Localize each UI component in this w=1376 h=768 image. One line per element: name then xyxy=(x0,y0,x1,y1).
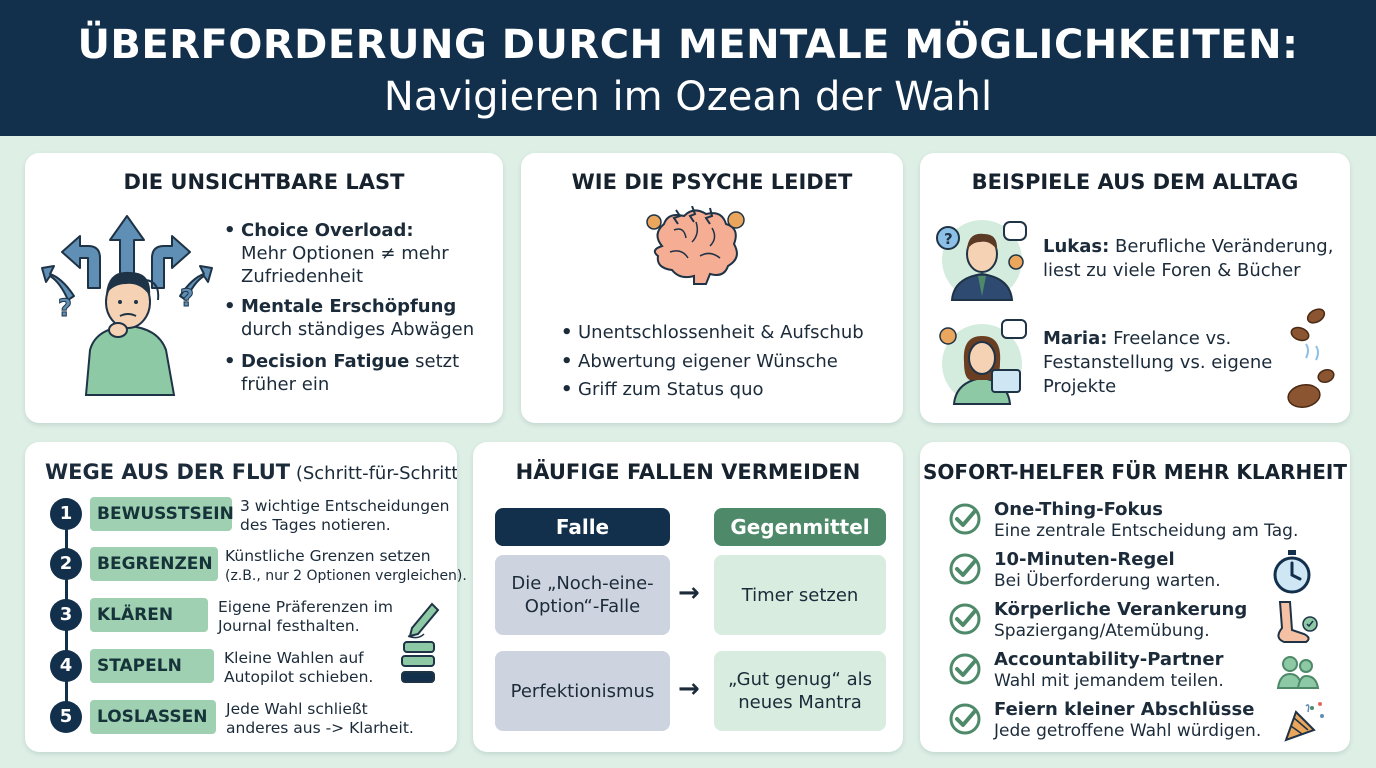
helper-title: 10-Minuten-Regel xyxy=(994,549,1175,570)
helper-title: Feiern kleiner Abschlüsse xyxy=(994,699,1255,720)
svg-text:?: ? xyxy=(58,294,72,322)
load-item-1: Choice Overload:Mehr Optionen ≠ mehrZufr… xyxy=(224,219,449,288)
check-circle-icon xyxy=(949,653,981,685)
step-label: KLÄREN xyxy=(90,598,208,632)
stopwatch-icon xyxy=(1273,550,1311,594)
foot-icon xyxy=(1277,601,1318,643)
step-number: 4 xyxy=(50,650,82,682)
check-circle-icon xyxy=(949,553,981,585)
svg-text:?: ? xyxy=(944,230,953,248)
party-popper-icon xyxy=(1284,702,1324,742)
helper-title: Accountability-Partner xyxy=(994,649,1224,670)
card-psyche: WIE DIE PSYCHE LEIDET xyxy=(521,153,903,423)
card-title: BEISPIELE AUS DEM ALLTAG xyxy=(971,170,1299,194)
step-label: LOSLASSEN xyxy=(90,700,216,734)
man-avatar-icon: ? xyxy=(936,220,1027,301)
step-label: STAPELN xyxy=(90,649,214,683)
card-helpers: SOFORT-HELFER FÜR MEHR KLARHEIT xyxy=(920,442,1350,752)
step-number: 5 xyxy=(50,701,82,733)
helper-description: Bei Überforderung warten. xyxy=(994,571,1221,591)
people-icon xyxy=(1276,656,1320,689)
step-label: BEGRENZEN xyxy=(90,547,218,581)
helper-title: One-Thing-Fokus xyxy=(994,499,1164,520)
helper-description: Spaziergang/Atemübung. xyxy=(994,621,1210,641)
step-number: 1 xyxy=(50,498,82,530)
card-title: SOFORT-HELFER FÜR MEHR KLARHEIT xyxy=(923,460,1347,484)
check-circle-icon xyxy=(949,603,981,635)
arrow-icon: → xyxy=(678,578,700,608)
psyche-item: Griff zum Status quo xyxy=(561,379,763,400)
helper-description: Jede getroffene Wahl würdigen. xyxy=(994,721,1262,741)
example-lukas: Lukas: Berufliche Veränderung,liest zu v… xyxy=(1043,236,1334,281)
arrow-icon: → xyxy=(678,674,700,704)
step-number: 2 xyxy=(50,548,82,580)
page-title: ÜBERFORDERUNG DURCH MENTALE MÖGLICHKEITE… xyxy=(77,22,1299,68)
traps-header-trap: Falle xyxy=(495,508,670,546)
confused-person-icon: ? ? xyxy=(41,215,213,396)
page-subtitle: Navigieren im Ozean der Wahl xyxy=(383,74,993,120)
helper-title: Körperliche Verankerung xyxy=(994,599,1248,620)
traps-header-remedy: Gegenmittel xyxy=(714,508,886,546)
psyche-item: Abwertung eigener Wünsche xyxy=(561,351,838,372)
card-title: DIE UNSICHTBARE LAST xyxy=(123,170,405,194)
check-circle-icon xyxy=(949,703,981,735)
psyche-item: Unentschlossenheit & Aufschub xyxy=(561,322,864,343)
woman-avatar-icon xyxy=(939,319,1027,405)
card-title: WEGE AUS DER FLUT (Schritt-für-Schritt) xyxy=(45,460,457,484)
brain-icon xyxy=(646,206,745,285)
trap-cell: Die „Noch-eine-Option“-Falle xyxy=(495,555,670,635)
example-maria: Maria: Freelance vs.Festanstellung vs. e… xyxy=(1043,328,1273,397)
helper-description: Eine zentrale Entscheidung am Tag. xyxy=(994,521,1299,541)
helper-description: Wahl mit jemandem teilen. xyxy=(994,671,1224,691)
coffee-beans-icon xyxy=(1287,308,1335,408)
trap-cell: Perfektionismus xyxy=(495,651,670,731)
card-title: HÄUFIGE FALLEN VERMEIDEN xyxy=(515,460,861,484)
step-number: 3 xyxy=(50,599,82,631)
step-label: BEWUSSTSEIN xyxy=(90,497,234,531)
svg-text:?: ? xyxy=(180,284,194,312)
step-description: Künstliche Grenzen setzen(z.B., nur 2 Op… xyxy=(225,547,467,584)
journal-stack-icon xyxy=(401,602,440,683)
remedy-cell: Timer setzen xyxy=(714,555,886,635)
header: ÜBERFORDERUNG DURCH MENTALE MÖGLICHKEITE… xyxy=(0,0,1376,136)
card-title: WIE DIE PSYCHE LEIDET xyxy=(571,170,853,194)
check-circle-icon xyxy=(949,503,981,535)
